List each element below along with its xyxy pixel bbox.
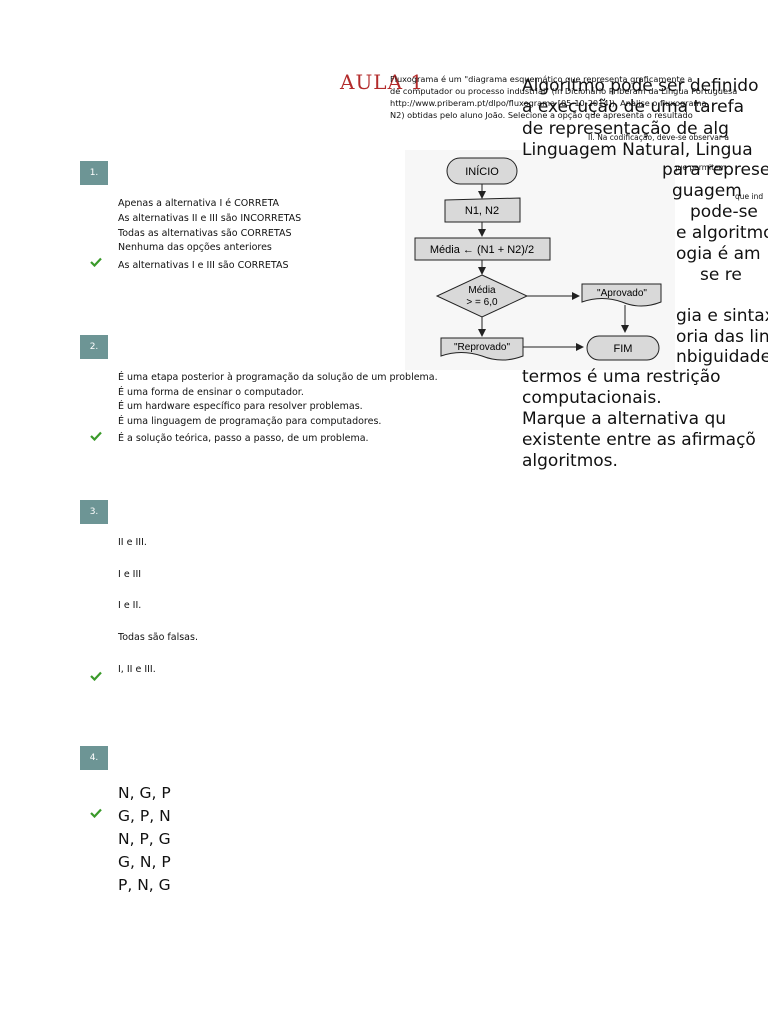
answer-option-correct[interactable]: I, II e III. xyxy=(118,664,156,675)
answer-option[interactable]: II e III. xyxy=(118,537,147,548)
overlay-large-line: oria das lin xyxy=(676,327,768,347)
answer-option-correct[interactable]: G, P, N xyxy=(118,807,171,825)
answer-option[interactable]: Todas as alternativas são CORRETAS xyxy=(118,228,292,239)
overlay-tiny-line: programas que permitem xyxy=(630,163,726,172)
flowchart-decision-label: > = 6,0 xyxy=(466,297,498,308)
answer-option[interactable]: N, P, G xyxy=(118,830,171,848)
answer-option[interactable]: As alternativas II e III são INCORRETAS xyxy=(118,213,302,224)
overlay-large-line: computacionais. xyxy=(522,388,662,408)
overlay-large-line: existente entre as afirmaçõ xyxy=(522,430,756,450)
question-number-badge: 3. xyxy=(80,500,108,524)
overlay-large-line: nbiguidade xyxy=(676,347,768,367)
flowchart-end-terminal xyxy=(586,335,660,361)
answer-option-correct[interactable]: As alternativas I e III são CORRETAS xyxy=(118,260,289,271)
flowchart-process-label: Média ← (N1 + N2)/2 xyxy=(430,244,534,256)
overlay-large-line: termos é uma restrição xyxy=(522,367,721,387)
overlay-large-line: a execução de uma tarefa xyxy=(522,97,745,117)
overlay-large-line: para represe xyxy=(662,160,768,180)
correct-check-icon xyxy=(90,257,102,267)
answer-option[interactable]: Apenas a alternativa I é CORRETA xyxy=(118,198,280,209)
overlay-large-line: Marque a alternativa qu xyxy=(522,409,727,429)
answer-option[interactable]: É um hardware específico para resolver p… xyxy=(118,401,363,412)
correct-check-icon xyxy=(90,808,102,818)
flowchart-reprovado-label: "Reprovado" xyxy=(454,342,510,353)
flowchart-output-reprovado xyxy=(440,337,524,361)
answer-option[interactable]: I e III xyxy=(118,569,142,580)
overlay-text-line: http://www.priberam.pt/dlpo/fluxograma [… xyxy=(390,98,707,108)
flowchart-output-aprovado xyxy=(581,283,662,307)
overlay-large-line: guagem xyxy=(672,181,742,201)
correct-check-icon xyxy=(90,671,102,681)
answer-option[interactable]: É uma linguagem de programação para comp… xyxy=(118,416,382,427)
answer-option[interactable]: N, G, P xyxy=(118,784,171,802)
flowchart-diagram: INÍCIO N1, N2 Média ← (N1 + N2)/2 Média … xyxy=(405,150,675,370)
answer-option[interactable]: G, N, P xyxy=(118,853,171,871)
overlay-tiny-line: que ind xyxy=(735,192,764,201)
question-number-badge: 1. xyxy=(80,161,108,185)
overlay-text-line: N2) obtidas pelo aluno João. Selecione a… xyxy=(390,110,693,120)
answer-option[interactable]: I e II. xyxy=(118,600,142,611)
flowchart-input-label: N1, N2 xyxy=(465,205,499,217)
overlay-large-line: algoritmos. xyxy=(522,451,618,471)
page-title: AULA 1 xyxy=(340,70,425,94)
overlay-large-line: pode-se xyxy=(690,202,758,222)
overlay-large-line: ogia é am xyxy=(676,244,761,264)
flowchart-aprovado-label: "Aprovado" xyxy=(597,288,647,299)
overlay-large-line: gia e sintax xyxy=(676,306,768,326)
flowchart-start-label: INÍCIO xyxy=(465,165,499,178)
answer-option[interactable]: Todas são falsas. xyxy=(118,632,198,643)
overlay-large-line: Linguagem Natural, Lingua xyxy=(522,140,753,160)
correct-check-icon xyxy=(90,431,102,441)
overlay-large-line: se re xyxy=(700,265,742,285)
overlay-text-line: de computador ou processo industrial" (i… xyxy=(390,86,738,96)
answer-option[interactable]: Nenhuma das opções anteriores xyxy=(118,242,272,253)
overlay-tiny-line: II. Na codificação, deve-se observar a xyxy=(588,133,729,142)
flowchart-input-shape xyxy=(444,197,521,223)
answer-option[interactable]: É uma forma de ensinar o computador. xyxy=(118,387,304,398)
answer-option-correct[interactable]: É a solução teórica, passo a passo, de u… xyxy=(118,433,369,444)
question-number-badge: 4. xyxy=(80,746,108,770)
overlay-large-line: Algoritmo pode ser definido xyxy=(522,76,759,96)
flowchart-decision-label: Média xyxy=(468,285,496,296)
answer-option[interactable]: P, N, G xyxy=(118,876,171,894)
overlay-text-line: Fluxograma é um "diagrama esquemático qu… xyxy=(390,74,693,84)
overlay-large-line: de representação de alg xyxy=(522,119,729,139)
question-number-badge: 2. xyxy=(80,335,108,359)
overlay-large-line: e algoritmo xyxy=(676,223,768,243)
answer-option[interactable]: É uma etapa posterior à programação da s… xyxy=(118,372,438,383)
flowchart-end-label: FIM xyxy=(614,343,633,355)
